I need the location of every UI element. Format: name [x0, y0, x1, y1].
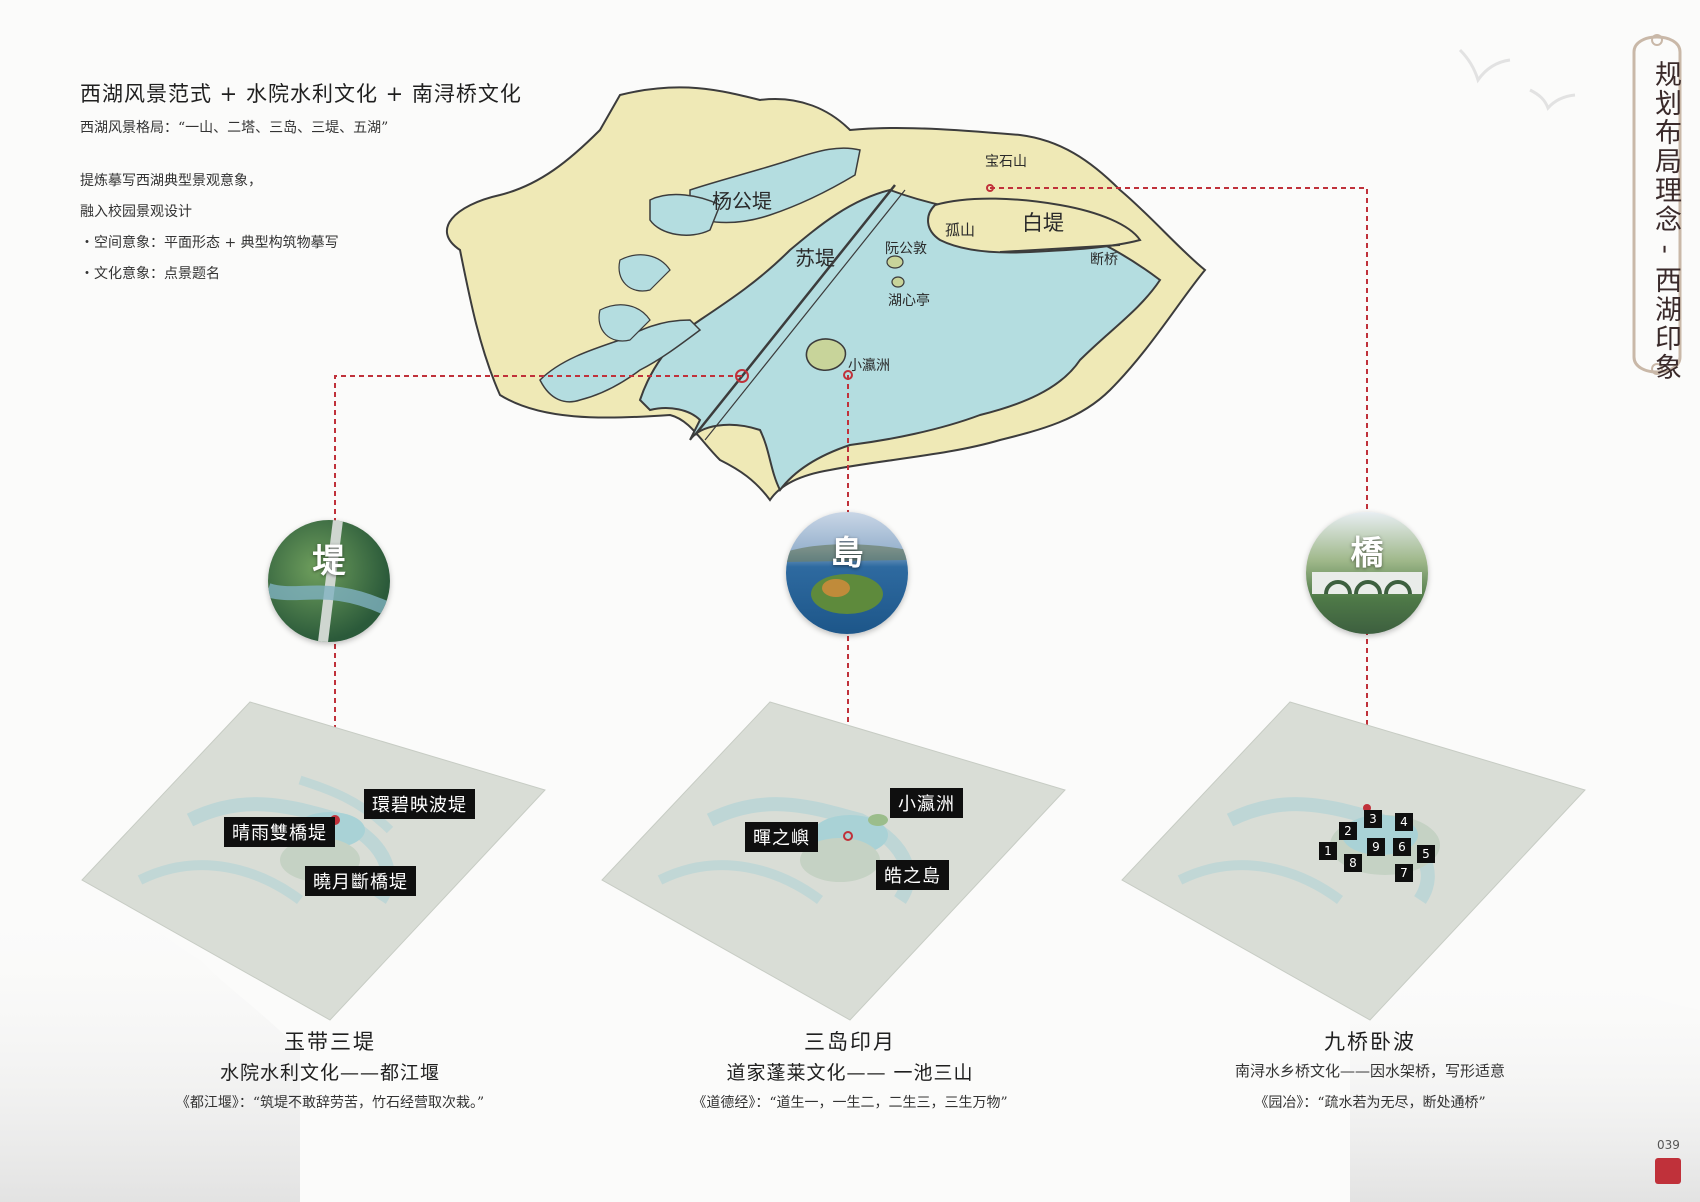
iso-panel-2	[601, 701, 1066, 1021]
panel3-title: 九桥卧波	[1324, 1030, 1416, 1054]
label-gushan: 孤山	[945, 221, 975, 239]
ink-mountain-left	[0, 880, 300, 1202]
intro-line: 提炼摹写西湖典型景观意象，	[80, 173, 262, 189]
connector-lines	[334, 187, 1368, 824]
circle-qiao: 橋	[1306, 512, 1428, 634]
intro-line: 融入校园景观设计	[80, 204, 192, 220]
su-causeway-inner	[704, 189, 906, 441]
label-yanggongdi: 杨公堤	[712, 189, 772, 213]
circle-dao-char: 島	[830, 533, 864, 572]
tag-qingyu-causeway: 晴雨雙橋堤	[224, 817, 335, 847]
side-title-frame	[1632, 34, 1682, 375]
tag-xiaoyue-causeway: 曉月斷橋堤	[305, 866, 416, 896]
marker-sudi	[735, 369, 749, 383]
circle-qiao-char: 橋	[1350, 533, 1384, 572]
bridge-number: 4	[1395, 813, 1413, 831]
marker-panel-2	[843, 831, 853, 841]
tag-huanbi-causeway: 環碧映波堤	[364, 789, 475, 819]
xiaoyingzhou-island	[805, 338, 847, 372]
panel3-quote: 《园冶》：“疏水若为无尽，断处通桥”	[1254, 1095, 1486, 1111]
panel1-subtitle: 水院水利文化——都江堰	[219, 1062, 440, 1084]
panel3-subtitle: 南浔水乡桥文化——因水架桥，写形适意	[1234, 1062, 1505, 1080]
panel2-subtitle: 道家蓬莱文化—— 一池三山	[726, 1062, 974, 1084]
northwest-lake	[649, 193, 721, 236]
lake-water	[638, 188, 1162, 492]
panel1-quote: 《都江堰》：“筑堤不敢辞劳苦，竹石经营取次栽。”	[175, 1095, 485, 1111]
tag-hao-island: 皓之島	[876, 860, 949, 890]
ruangongdun-island	[886, 255, 904, 269]
circle-dao: 島	[786, 512, 908, 634]
label-ruangongdun: 阮公敦	[885, 241, 927, 257]
panel2-quote: 《道德经》：“道生一，一生二，二生三，三生万物”	[692, 1095, 1008, 1111]
bridge-number: 1	[1319, 842, 1337, 860]
label-sudi: 苏堤	[795, 246, 835, 270]
bridge-number: 5	[1417, 845, 1435, 863]
label-xiaoyingzhou: 小瀛洲	[848, 357, 890, 374]
label-baidi: 白堤	[1022, 211, 1064, 235]
island-photo	[786, 544, 908, 614]
circle-di-char: 堤	[312, 541, 346, 580]
bridge-number: 7	[1395, 864, 1413, 882]
intro-line: ・文化意象：点景题名	[80, 266, 220, 282]
intro-subtitle: 西湖风景格局：“一山、二塔、三岛、三堤、五湖”	[80, 120, 389, 136]
intro-title: 西湖风景范式 + 水院水利文化 + 南浔桥文化	[80, 82, 522, 106]
side-title: 规划布局理念 - 西湖印象	[1650, 60, 1681, 383]
intro-line: ・空间意象：平面形态 + 典型构筑物摹写	[80, 235, 339, 251]
bridge-number: 6	[1393, 838, 1411, 856]
bridge-number: 2	[1339, 822, 1357, 840]
label-duanqiao: 断桥	[1090, 252, 1118, 268]
bird-icon-2	[1529, 88, 1576, 111]
causeway-photo	[268, 520, 390, 642]
bridge-photo	[1312, 572, 1422, 595]
north-inner-lake	[689, 147, 861, 224]
panel1-title: 玉带三堤	[284, 1030, 376, 1054]
label-huxinting: 湖心亭	[888, 292, 930, 309]
huxinting-island	[891, 276, 905, 288]
marker-xiaoyingzhou	[843, 370, 853, 380]
bridge-number: 8	[1344, 854, 1362, 872]
su-causeway	[694, 184, 896, 436]
marker-baoshishan	[986, 184, 994, 192]
page-number: 039	[1657, 1138, 1680, 1152]
west-small-lake-2	[618, 254, 671, 292]
circle-di: 堤	[268, 520, 390, 642]
panel2-title: 三岛印月	[804, 1030, 896, 1054]
bird-icon	[1458, 48, 1511, 84]
bridge-number: 9	[1367, 838, 1385, 856]
ink-mountain-right	[1350, 950, 1700, 1202]
bridge-number: 3	[1364, 810, 1382, 828]
west-lake-channels	[539, 319, 702, 403]
label-baoshishan: 宝石山	[985, 154, 1027, 170]
seal-stamp-icon	[1655, 1158, 1681, 1184]
connector-di	[334, 375, 742, 820]
tag-xiaoyingzhou: 小瀛洲	[890, 788, 963, 818]
bai-causeway	[999, 244, 1121, 253]
west-small-lake-1	[598, 304, 651, 342]
tag-hui-islet: 暉之嶼	[745, 822, 818, 852]
